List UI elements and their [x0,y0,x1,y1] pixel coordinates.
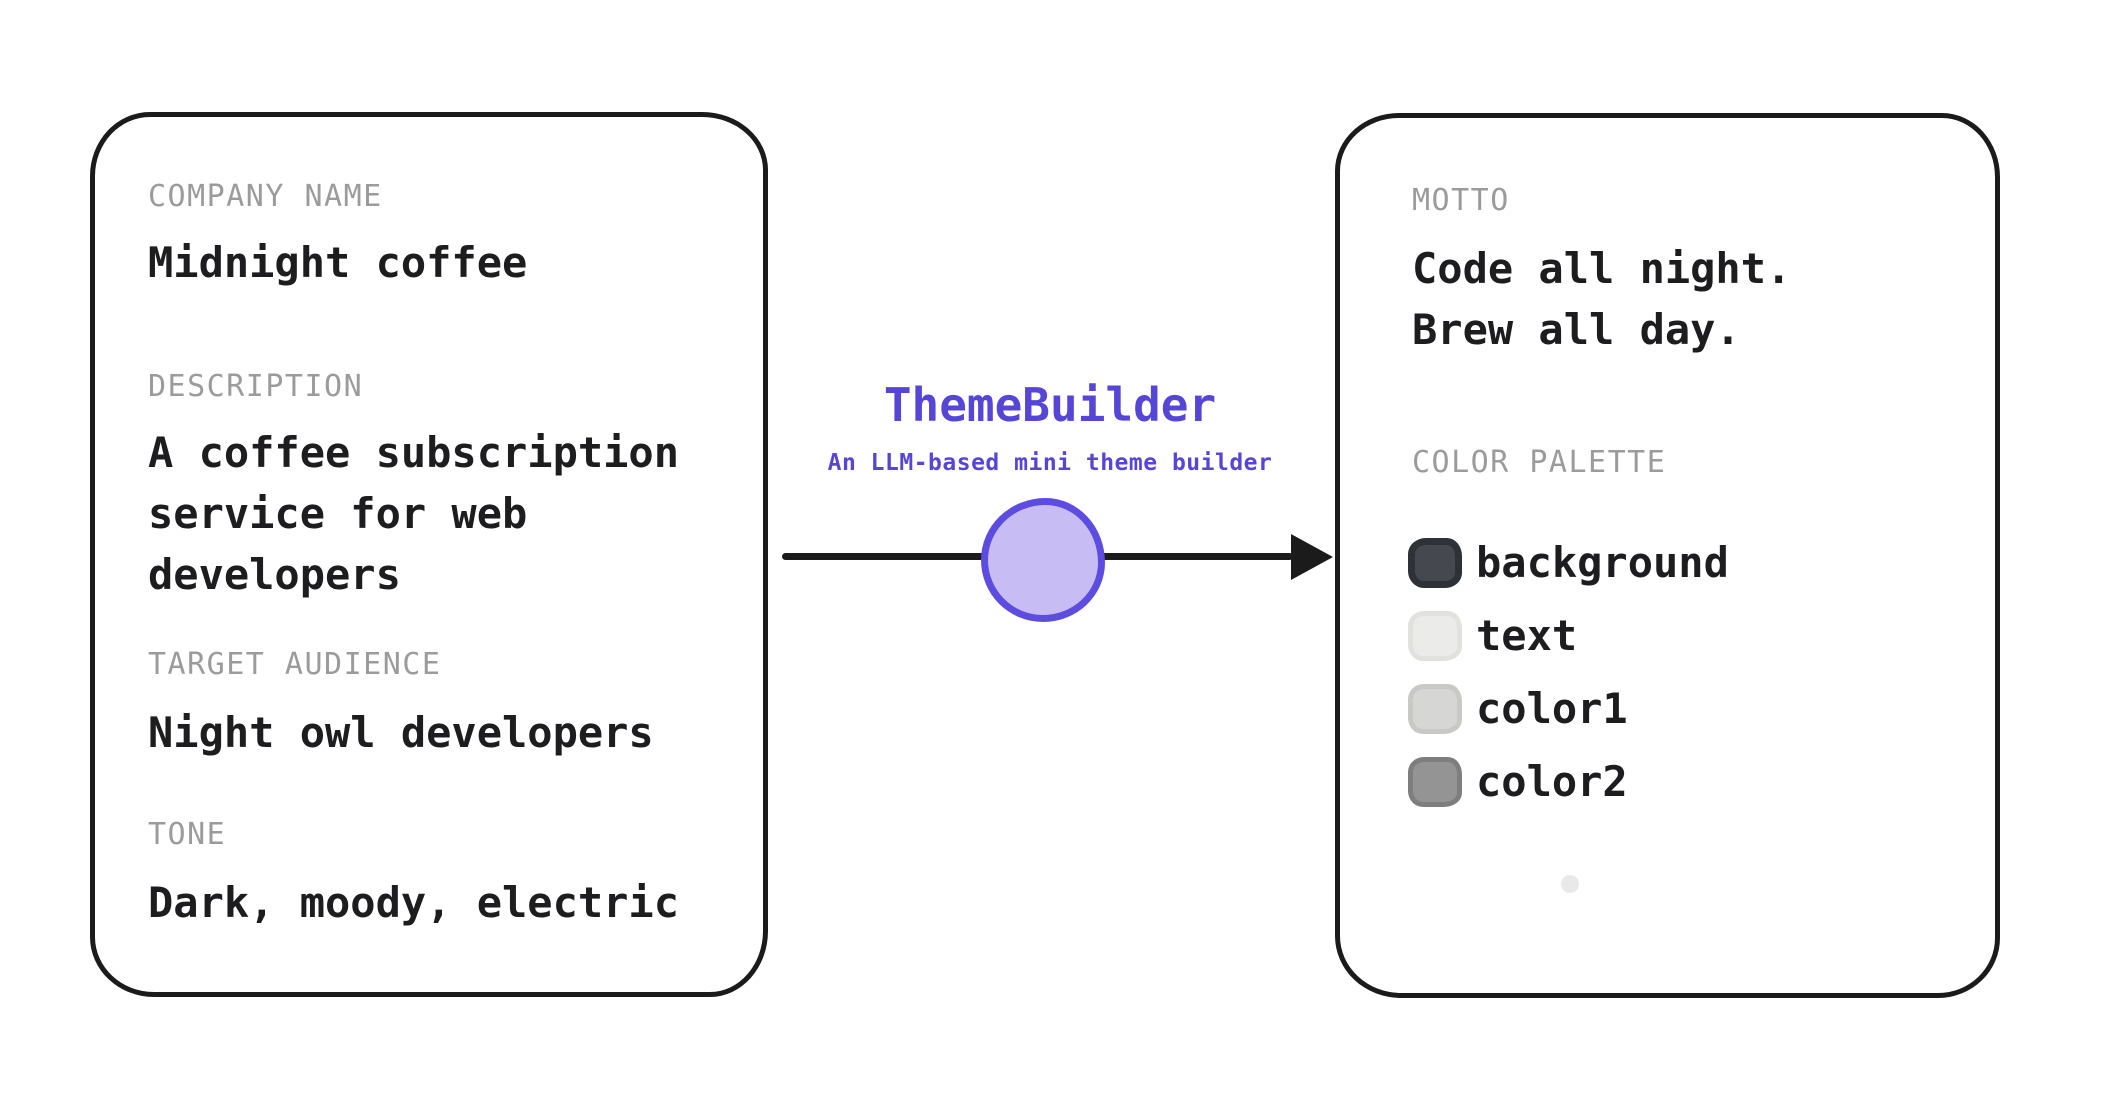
company-name-value: Midnight coffee [148,238,528,287]
palette-swatch-label: background [1476,537,1729,587]
llm-node-circle [981,498,1105,622]
target-audience-value: Night owl developers [148,708,654,757]
input-card [90,112,768,997]
palette-row-color1: color1 [1408,682,1729,735]
palette-row-background: background [1408,536,1729,589]
motto-label: MOTTO [1412,183,1510,218]
color-palette-label: COLOR PALETTE [1412,445,1667,480]
motto-line-2: Brew all day. [1412,305,1741,354]
company-name-label: COMPANY NAME [148,179,383,214]
description-label: DESCRIPTION [148,369,364,404]
tone-label: TONE [148,817,227,852]
target-audience-label: TARGET AUDIENCE [148,647,442,682]
palette-swatch-text [1408,610,1462,661]
palette-swatch-background [1408,537,1462,588]
tone-value: Dark, moody, electric [148,878,680,927]
description-value: A coffee subscription service for web de… [148,428,680,599]
tool-subtitle: An LLM-based mini theme builder [827,450,1273,476]
tool-title: ThemeBuilder [883,378,1217,432]
palette-swatch-color1 [1408,683,1462,734]
flow-arrow-head-icon [1291,534,1333,580]
palette-swatch-label: text [1476,610,1578,660]
stray-dot [1561,875,1579,893]
palette-row-text: text [1408,609,1729,662]
palette-swatch-color2 [1408,756,1462,807]
palette-swatch-label: color1 [1476,683,1628,733]
motto-line-1: Code all night. [1412,244,1792,293]
palette-swatch-label: color2 [1476,756,1628,806]
color-palette-list: background text color1 color2 [1408,536,1729,808]
palette-row-color2: color2 [1408,755,1729,808]
